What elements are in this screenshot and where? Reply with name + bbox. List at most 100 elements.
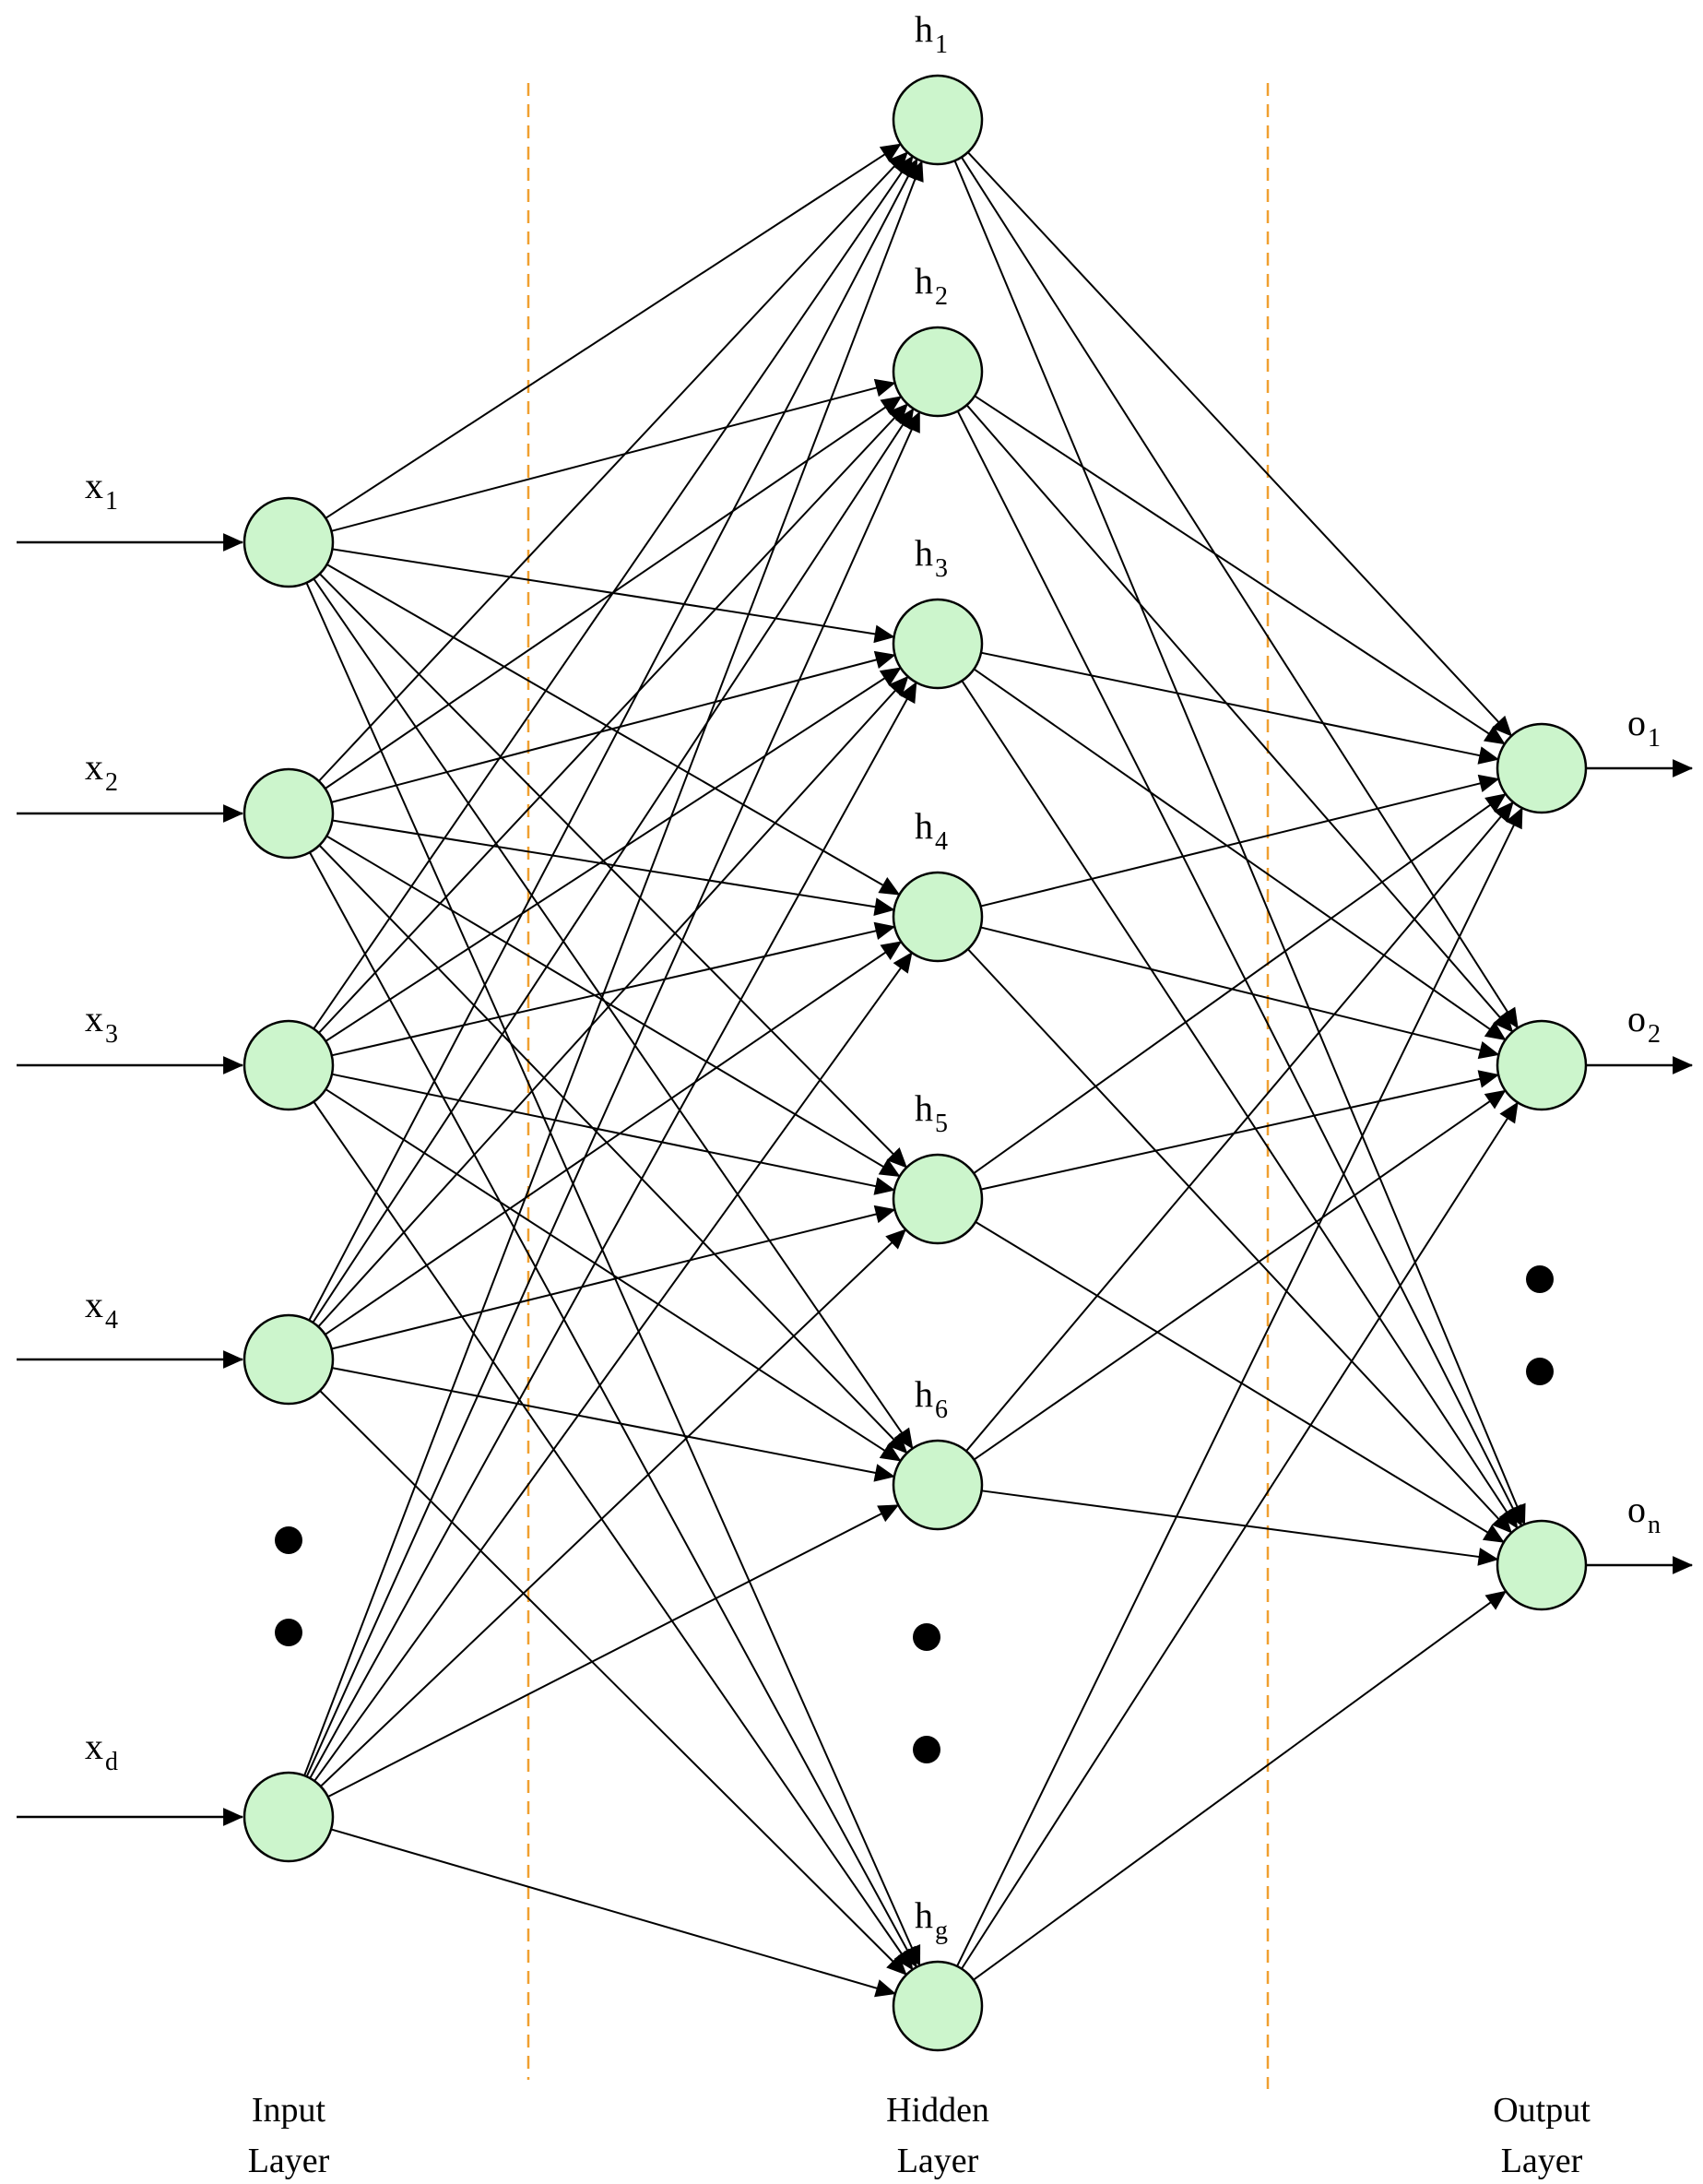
ellipsis-dots [275, 1265, 1554, 1763]
hidden-node-label: h1 [915, 8, 948, 59]
neurons [242, 74, 1588, 2052]
hidden-output-edge [961, 1101, 1519, 1970]
hidden-neuron [892, 598, 984, 690]
hidden-node-label-base: h [915, 1373, 933, 1415]
input-node-label: x4 [85, 1284, 118, 1335]
hidden-node-label-subscript: g [935, 1917, 948, 1945]
output-node-label: on [1627, 1489, 1661, 1539]
input-node-label-base: x [85, 746, 103, 788]
input-hidden-edge [317, 675, 909, 1328]
input-node-label-base: x [85, 998, 103, 1039]
hidden-output-edge [961, 680, 1519, 1529]
input-neuron [242, 1313, 335, 1406]
hidden-output-edge [966, 948, 1513, 1534]
hidden-layer-label-line2: Layer [897, 2142, 979, 2180]
hidden-node-label-subscript: 5 [935, 1110, 948, 1138]
input-hidden-edge [308, 158, 918, 1321]
hidden-neuron [892, 1439, 984, 1531]
input-hidden-edge [325, 941, 903, 1335]
input-node-label-subscript: 3 [105, 1020, 118, 1049]
input-layer-label-line2: Layer [248, 2142, 330, 2180]
input-node-label: x1 [85, 465, 118, 516]
hidden-neuron [892, 871, 984, 963]
output-node-label-base: o [1627, 702, 1646, 743]
input-hidden-edge [318, 151, 908, 782]
input-hidden-edge [325, 667, 902, 1042]
input-hidden-edge [325, 1088, 902, 1462]
hidden-node-label-subscript: 1 [935, 30, 948, 59]
hidden-output-edge [980, 774, 1500, 908]
input-hidden-edge [319, 1390, 907, 1976]
hidden-node-label: h3 [915, 532, 948, 583]
input-hidden-edge [331, 1367, 895, 1482]
input-node-label-subscript: 4 [105, 1306, 118, 1335]
output-node-label: o1 [1627, 702, 1661, 753]
ellipsis-dot [1526, 1358, 1554, 1385]
ellipsis-dot [913, 1623, 940, 1651]
hidden-node-label-base: h [915, 805, 933, 847]
input-hidden-edge [320, 1228, 907, 1787]
hidden-node-label-subscript: 2 [935, 282, 948, 311]
input-hidden-edge [331, 650, 896, 803]
hidden-node-label: h5 [915, 1087, 948, 1138]
input-hidden-edge [331, 1073, 896, 1195]
input-hidden-edge [319, 573, 908, 1169]
input-hidden-edge [313, 155, 914, 1029]
hidden-node-label-subscript: 3 [935, 554, 948, 583]
hidden-output-edge [956, 807, 1523, 1967]
input-node-label: x2 [85, 746, 118, 797]
input-node-label-subscript: d [105, 1748, 118, 1776]
connections [303, 143, 1526, 1998]
output-node-label-subscript: n [1648, 1511, 1661, 1539]
input-layer-label-line1: Input [252, 2091, 326, 2130]
hidden-node-label-base: h [915, 1894, 933, 1936]
ellipsis-dot [275, 1526, 302, 1554]
input-arrows [17, 533, 1694, 1826]
input-neuron [242, 1019, 335, 1111]
hidden-output-edge [961, 156, 1519, 1029]
ellipsis-dot [1526, 1265, 1554, 1293]
input-node-label-base: x [85, 465, 103, 506]
input-hidden-edge [331, 921, 896, 1057]
hidden-node-label-subscript: 4 [935, 827, 948, 856]
hidden-output-edge [965, 801, 1514, 1452]
input-node-label-subscript: 2 [105, 768, 118, 797]
hidden-node-label: h6 [915, 1373, 948, 1424]
hidden-output-edge [975, 1221, 1505, 1543]
hidden-layer-label-line1: Hidden [886, 2091, 989, 2130]
hidden-output-edge [966, 151, 1513, 737]
hidden-output-edge [956, 410, 1523, 1527]
input-hidden-edge [330, 1828, 896, 1998]
hidden-output-edge [973, 1089, 1507, 1461]
hidden-node-label-base: h [915, 8, 933, 50]
hidden-node-label: h4 [915, 805, 948, 856]
hidden-neuron [892, 1960, 984, 2052]
input-hidden-edge [325, 835, 901, 1178]
hidden-output-edge [974, 395, 1506, 745]
input-hidden-edge [305, 410, 921, 1777]
output-layer-label-line2: Layer [1501, 2142, 1583, 2180]
hidden-output-edge [973, 668, 1507, 1041]
input-node-label-base: x [85, 1726, 103, 1767]
input-hidden-edge [309, 851, 917, 1968]
input-hidden-edge [313, 952, 913, 1782]
hidden-output-edge [973, 793, 1507, 1174]
input-node-label-subscript: 1 [105, 487, 118, 516]
input-hidden-edge [331, 378, 896, 532]
hidden-output-edge [973, 1590, 1508, 1981]
output-node-label-subscript: 2 [1648, 1020, 1661, 1049]
input-neuron [242, 767, 335, 860]
hidden-output-edge [980, 651, 1500, 765]
hidden-neuron [892, 74, 984, 166]
hidden-node-label: hg [915, 1894, 948, 1945]
ellipsis-dot [275, 1619, 302, 1646]
input-hidden-edge [331, 1205, 896, 1350]
output-neuron [1496, 722, 1588, 814]
hidden-output-edge [965, 404, 1514, 1033]
input-hidden-edge [313, 577, 914, 1450]
input-hidden-edge [309, 682, 917, 1779]
input-node-label: x3 [85, 998, 118, 1049]
input-neuron [242, 496, 335, 588]
